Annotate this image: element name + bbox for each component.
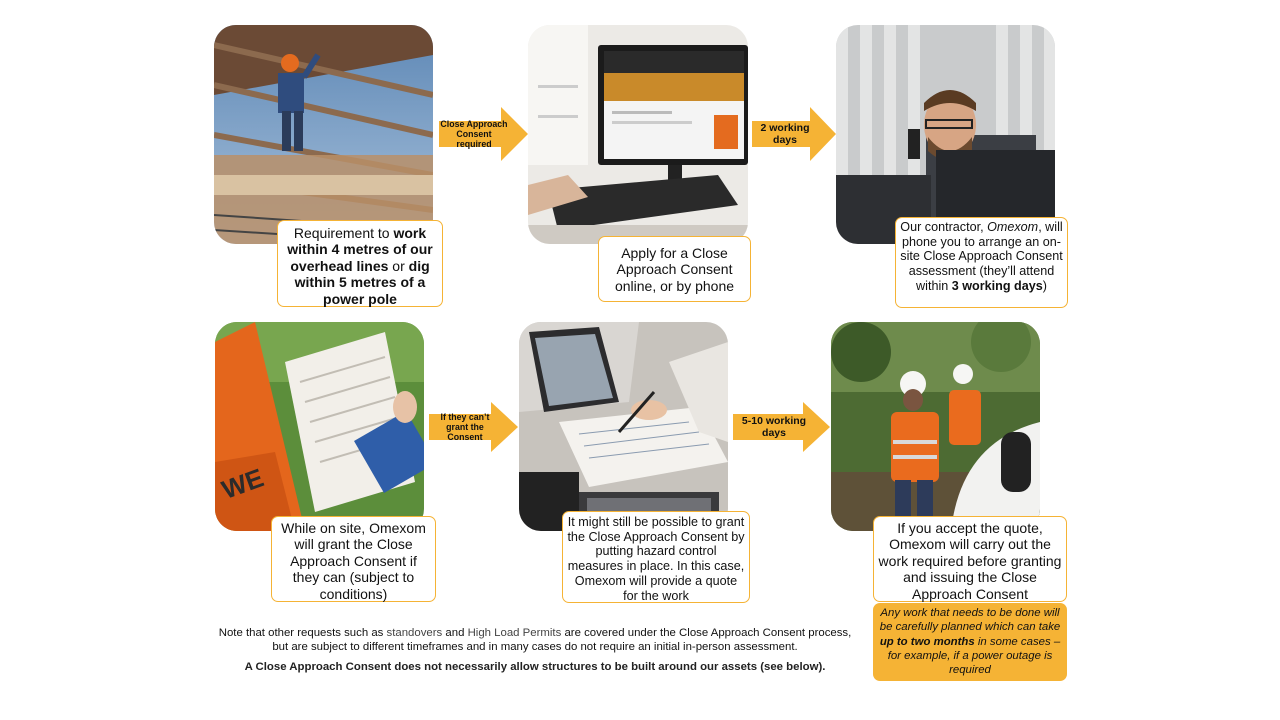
step-3-caption: Our contractor, Omexom, will phone you t… — [895, 217, 1068, 308]
photo-writing-notes — [519, 322, 728, 531]
photo-man-on-phone — [836, 25, 1055, 244]
step-4-caption: While on site, Omexom will grant the Clo… — [271, 516, 436, 602]
arrow-2-working-days: 2 working days — [752, 107, 836, 161]
step-5-caption: It might still be possible to grant the … — [562, 511, 750, 603]
other-requests-note: Note that other requests such as standov… — [218, 627, 852, 654]
arrow-consent-required: Close Approach Consent required — [439, 107, 528, 161]
arrow-label: 2 working days — [760, 121, 810, 146]
planning-note: Any work that needs to be done will be c… — [873, 603, 1067, 681]
structures-note: A Close Approach Consent does not necess… — [244, 661, 826, 673]
step-6-caption: If you accept the quote, Omexom will car… — [873, 516, 1067, 602]
arrow-label: 5-10 working days — [741, 414, 807, 439]
arrow-cannot-grant: If they can’t grant the Consent — [429, 402, 518, 452]
arrow-5-10-working-days: 5-10 working days — [733, 402, 830, 452]
step-2-caption: Apply for a Close Approach Consent onlin… — [598, 236, 751, 302]
photo-workers-on-site — [831, 322, 1040, 531]
arrow-label: If they can’t grant the Consent — [440, 411, 490, 443]
step-1-caption: Requirement to work within 4 metres of o… — [277, 220, 443, 307]
arrow-label: Close Approach Consent required — [440, 118, 508, 150]
photo-consent-form: WE — [215, 322, 424, 531]
photo-worker-on-scaffold — [214, 25, 433, 244]
photo-computer-application — [528, 25, 748, 244]
